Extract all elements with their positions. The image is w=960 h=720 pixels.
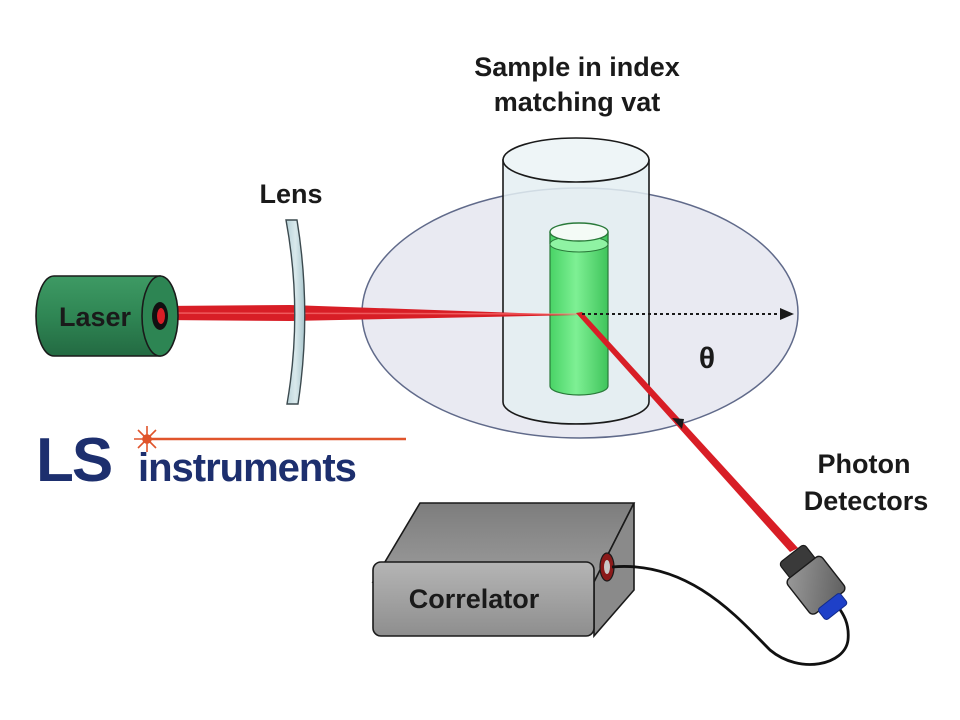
scattered-laser-beam xyxy=(576,312,798,552)
logo-ls-text: LS xyxy=(36,426,111,495)
scatter-arrow-head-icon xyxy=(672,418,684,429)
theta-label: θ xyxy=(699,342,715,375)
lens-icon xyxy=(285,219,306,405)
laser-label: Laser xyxy=(59,302,132,332)
laser-icon xyxy=(35,275,179,357)
photon-label-line2: Detectors xyxy=(804,486,929,516)
photon-label-line1: Photon xyxy=(818,449,911,479)
detector-cable xyxy=(611,565,850,666)
sample-tube xyxy=(549,222,609,396)
arrow-head-icon xyxy=(780,308,794,320)
correlator-icon xyxy=(371,502,636,639)
sample-label-line2: matching vat xyxy=(494,87,661,117)
correlator-label: Correlator xyxy=(409,584,540,614)
sample-label-line1: Sample in index xyxy=(474,52,680,82)
logo-instruments-text: instruments xyxy=(138,446,356,490)
photon-detector-icon xyxy=(779,544,848,620)
lens-label: Lens xyxy=(259,179,322,209)
sparkle-icon xyxy=(134,426,160,452)
ls-instruments-logo: LS instruments xyxy=(36,426,406,495)
